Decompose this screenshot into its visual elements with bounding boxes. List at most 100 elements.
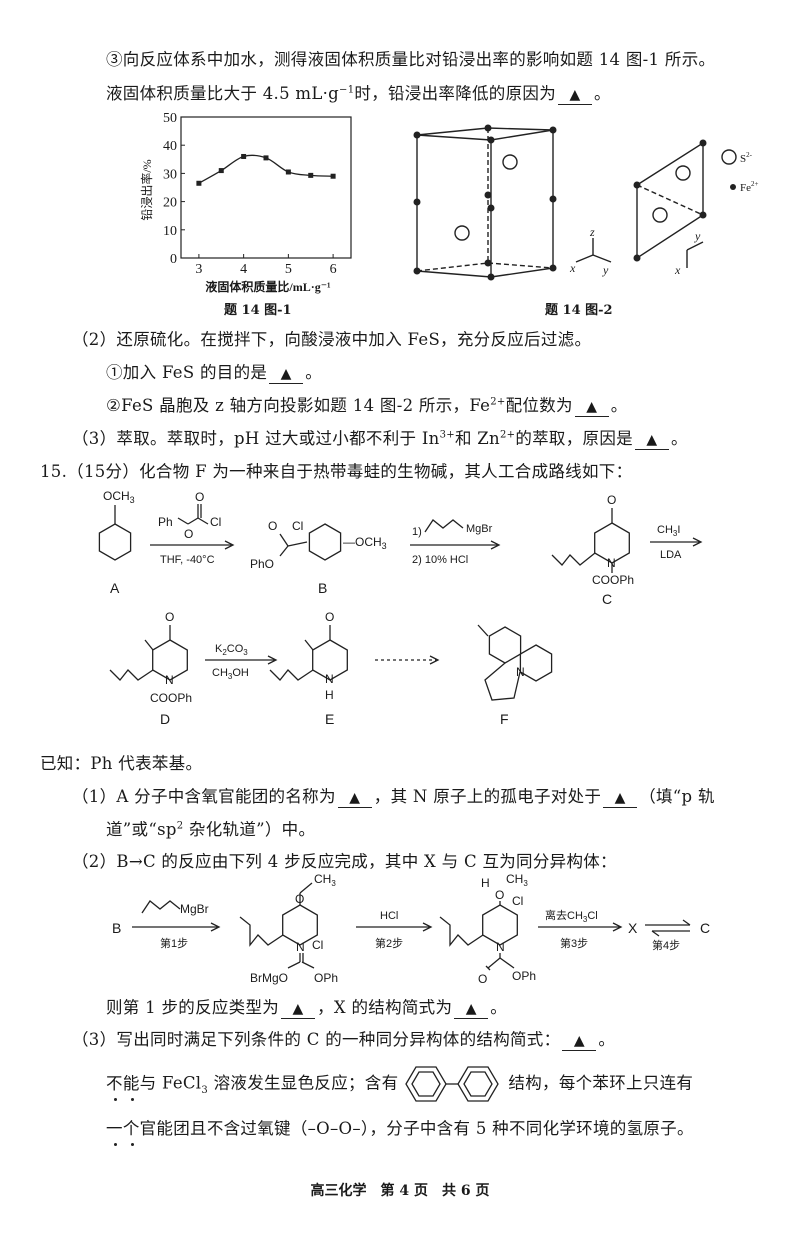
synthesis-route-scheme: OCH3 A Ph O Cl O THF, -40°C Cl O PhO —OC…	[98, 489, 703, 727]
data-point	[308, 172, 314, 178]
answer-blank[interactable]: ▲	[454, 999, 489, 1019]
x-tick-label: 5	[285, 262, 292, 277]
text: 。	[305, 363, 323, 382]
data-point	[330, 173, 336, 179]
known-note: 已知：Ph 代表苯基。	[40, 754, 203, 773]
ring	[282, 904, 318, 946]
text: O	[478, 972, 487, 986]
step-2-label: 第2步	[375, 936, 403, 950]
q15-part1-line2: 道”或“sp2 杂化轨道”）中。	[106, 816, 315, 840]
x-tick-label: 3	[195, 262, 202, 277]
condition-thf: THF, -40°C	[160, 554, 215, 566]
ring	[308, 523, 342, 561]
plot-frame	[180, 116, 352, 259]
q14-part2-title: （2）还原硫化。在搅拌下，向酸浸液中加入 FeS，充分反应后过滤。	[72, 330, 592, 349]
text: （3）写出同时满足下列条件的 C 的一种同分异构体的结构简式：	[72, 1030, 561, 1049]
text: O	[195, 490, 204, 504]
text: 结构，每个苯环上只连有	[508, 1073, 694, 1093]
answer-blank[interactable]: ▲	[337, 788, 372, 808]
q14-part1-3-line2: 液固体积质量比大于 4.5 mL·g−1时，铅浸出率降低的原因为▲。	[106, 80, 611, 105]
text: 。	[598, 1030, 616, 1049]
answer-blank[interactable]: ▲	[281, 999, 316, 1019]
text: 溶液发生显色反应；含有	[208, 1073, 399, 1093]
answer-blank[interactable]: ▲	[269, 364, 304, 384]
triangle-marker: ▲	[465, 1001, 477, 1017]
legend-fe: Fe2+	[740, 180, 759, 194]
text: 一	[106, 1119, 123, 1138]
text: −1	[339, 84, 355, 96]
reagent-ch3i: CH3I	[657, 524, 680, 538]
proj-axis-x: x	[674, 263, 681, 277]
data-point	[241, 153, 247, 159]
text: 。	[610, 396, 628, 415]
text: 。	[594, 84, 611, 103]
triangle-marker: ▲	[573, 1033, 585, 1049]
answer-blank[interactable]: ▲	[603, 788, 638, 808]
compound-e-label: E	[325, 711, 334, 727]
text: 则第 1 步的反应类型为	[106, 998, 280, 1017]
ring	[488, 626, 522, 664]
text: 2	[176, 820, 184, 832]
text: C	[700, 920, 710, 936]
q15-part2-answer: 则第 1 步的反应类型为▲，X 的结构简式为▲。	[106, 994, 507, 1019]
text: Ph	[158, 515, 173, 529]
text: 道”或“sp	[106, 820, 177, 839]
text: Cl	[312, 938, 323, 952]
x-axis-label: 液固体积质量比/mL·g⁻¹	[205, 279, 331, 294]
ring	[482, 904, 518, 946]
text: N	[325, 672, 334, 686]
y-tick-label: 10	[163, 224, 177, 239]
text: 能	[122, 1073, 140, 1093]
data-point	[196, 180, 202, 186]
text: N	[516, 665, 525, 679]
text: 。	[490, 998, 508, 1017]
proj-axis-y: y	[694, 229, 701, 243]
y-axis-label: 铅浸出率/%	[140, 159, 154, 220]
answer-blank[interactable]: ▲	[634, 430, 669, 450]
figure-1-caption: 题 14 图-1	[224, 303, 292, 318]
triangle-marker: ▲	[292, 1001, 304, 1017]
text: O	[268, 519, 277, 533]
legend-s: S2-	[740, 151, 753, 165]
answer-blank[interactable]: ▲	[558, 85, 592, 105]
label-a-och3: OCH3	[103, 489, 135, 505]
fes-unit-cell-figure: S2- Fe2+ z x y y x	[413, 124, 759, 281]
q14-part2-1: ①加入 FeS 的目的是▲。	[106, 359, 322, 384]
q15-part2-line: （2）B→C 的反应由下列 4 步反应完成，其中 X 与 C 互为同分异构体：	[72, 852, 617, 871]
text: PhO	[250, 557, 274, 571]
answer-blank[interactable]: ▲	[562, 1031, 597, 1051]
axis-y: y	[602, 263, 609, 277]
q14-part2-2: ②FeS 晶胞及 z 轴方向投影如题 14 图-2 所示，Fe2+配位数为▲。	[106, 392, 628, 417]
answer-blank[interactable]: ▲	[574, 397, 609, 417]
condition-lda: LDA	[660, 549, 682, 561]
text: —OCH3	[343, 535, 387, 551]
text: O	[184, 527, 193, 541]
text: MgBr	[180, 902, 209, 916]
text: 。	[670, 429, 688, 448]
text: X	[628, 920, 638, 936]
text: HCl	[380, 910, 398, 922]
text: 的萃取，原因是	[515, 429, 633, 448]
condition-line-2: 一个官能团且不含过氧键（–O–O–），分子中含有 5 种不同化学环境的氢原子。	[106, 1115, 694, 1139]
q15-part3-line: （3）写出同时满足下列条件的 C 的一种同分异构体的结构简式： ▲ 。	[72, 1026, 615, 1051]
text: Cl	[210, 515, 221, 529]
text: ，其 N 原子上的孤电子对处于	[373, 787, 602, 806]
data-point	[285, 169, 291, 175]
text: （填“p 轨	[639, 787, 715, 806]
compound-f-label: F	[500, 711, 509, 727]
text: N	[496, 940, 505, 954]
text: 2+	[490, 396, 506, 408]
biphenyl-structure-icon	[405, 1066, 500, 1102]
axis-z: z	[589, 225, 595, 239]
text: 液固体积质量比大于 4.5 mL·g	[106, 84, 340, 103]
text: CH3	[314, 872, 336, 888]
text: 不	[106, 1073, 123, 1093]
y-tick-label: 20	[163, 196, 177, 211]
b-to-c-mechanism-scheme: B MgBr 第1步 O CH3 N Cl BrMgO OPh HCl 第2步 …	[112, 872, 710, 986]
text: OPh	[512, 969, 536, 983]
text: N	[296, 940, 305, 954]
step-3-label: 第3步	[560, 936, 588, 950]
text: 配位数为	[505, 396, 573, 415]
text: N	[165, 673, 174, 687]
